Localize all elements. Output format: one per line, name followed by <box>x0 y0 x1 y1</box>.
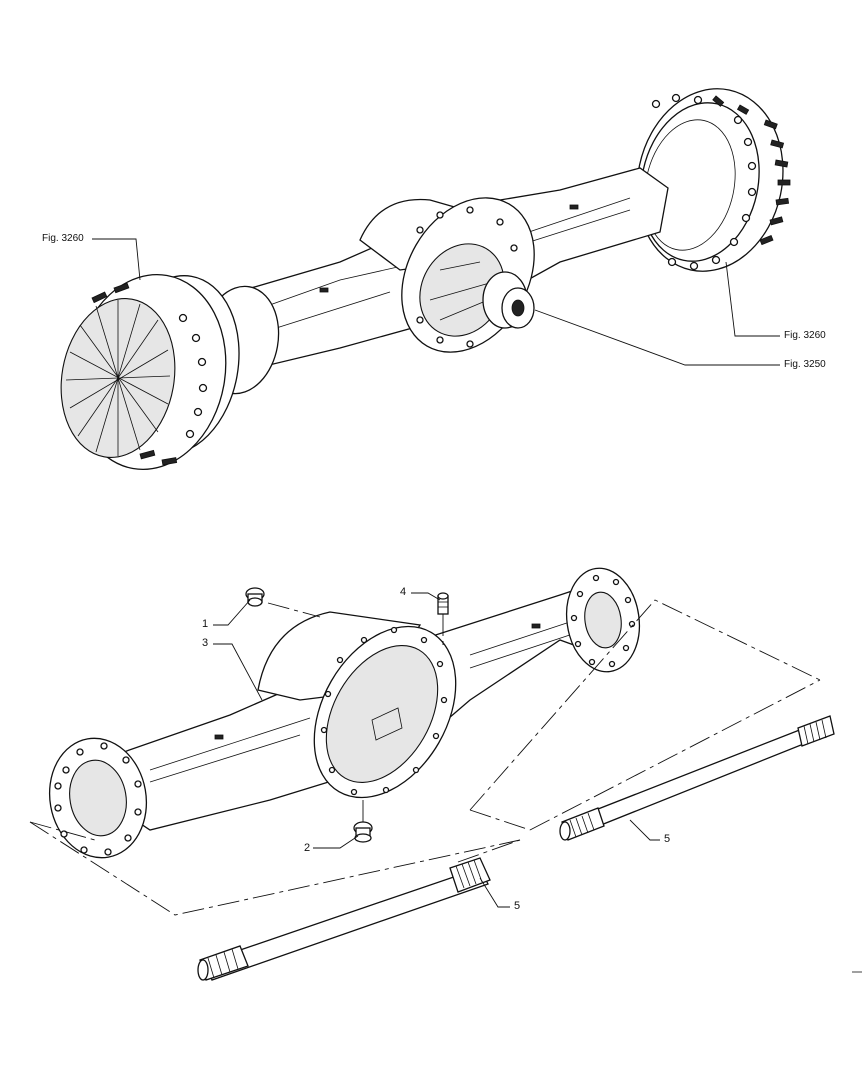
part-3-leader <box>213 643 263 701</box>
part-number-2: 2 <box>304 842 311 854</box>
axle-shaft-right <box>559 715 835 841</box>
axle-shaft-left <box>197 857 491 981</box>
breather-part-4 <box>437 592 449 615</box>
part-2-leader <box>313 835 359 849</box>
plug-part-1 <box>245 587 265 607</box>
right-wheel-hub <box>636 88 791 272</box>
plug-part-2 <box>353 821 373 843</box>
part-number-5-left: 5 <box>514 900 521 912</box>
right-hub-reference-label: Fig. 3260 <box>784 330 826 341</box>
part-5-left-leader <box>479 877 510 908</box>
complete-axle-assembly <box>60 88 791 471</box>
part-1-leader <box>213 599 251 626</box>
part-4-leader <box>411 592 441 601</box>
differential-leader <box>534 309 780 366</box>
left-wheel-hub <box>60 273 280 471</box>
differential-reference-label: Fig. 3250 <box>784 359 826 370</box>
part-5-right-leader <box>629 819 660 841</box>
part-number-1: 1 <box>202 618 209 630</box>
part-number-4: 4 <box>400 586 407 598</box>
left-hub-reference-label: Fig. 3260 <box>42 233 84 244</box>
differential-carrier <box>401 197 535 353</box>
part-number-5-right: 5 <box>664 833 671 845</box>
axle-housing <box>48 567 641 859</box>
right-hub-leader <box>725 261 780 337</box>
part-number-3: 3 <box>202 637 209 649</box>
left-hub-leader <box>92 238 141 281</box>
